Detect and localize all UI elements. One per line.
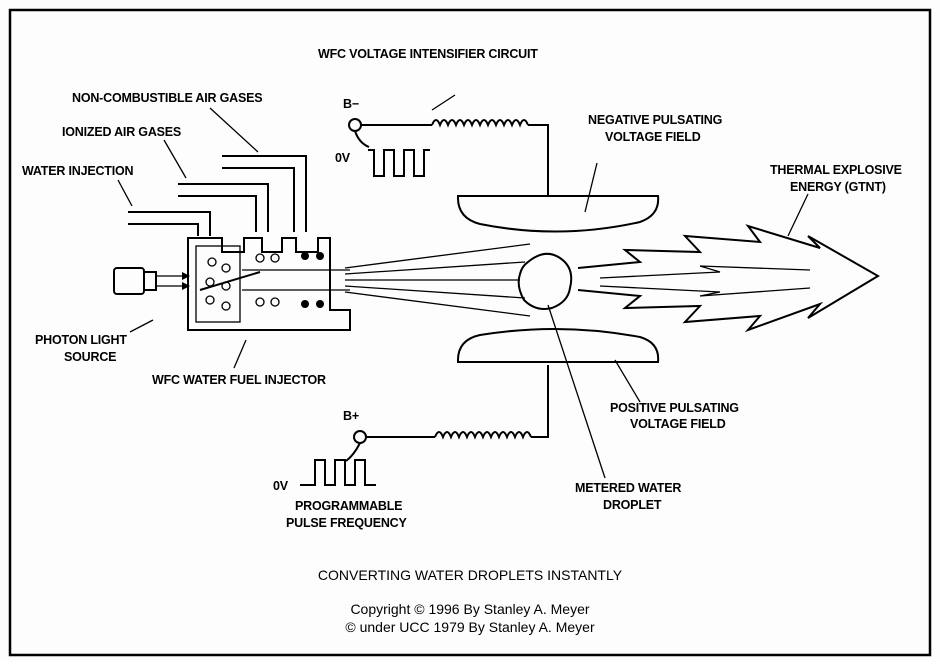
copyright-line1: Copyright © 1996 By Stanley A. Meyer	[350, 601, 589, 617]
negative-plate	[456, 195, 660, 233]
bottom-pulse-train	[300, 459, 376, 486]
water-injection-label: WATER INJECTION	[22, 164, 134, 178]
circuit-label: WFC VOLTAGE INTENSIFIER CIRCUIT	[318, 47, 538, 61]
photon-label-line1: PHOTON LIGHT	[35, 333, 127, 347]
zero-v-top-label: 0V	[335, 151, 351, 165]
explosive-energy-burst	[577, 224, 880, 333]
top-voltage-circuit	[348, 118, 549, 195]
caption-title: CONVERTING WATER DROPLETS INSTANTLY	[318, 567, 623, 583]
water-fuel-injector	[128, 155, 351, 331]
positive-field-label-line1: POSITIVE PULSATING	[610, 401, 739, 415]
photon-light-source	[113, 267, 190, 295]
diagram-border	[8, 8, 932, 657]
b-minus-terminal	[348, 118, 362, 132]
photon-label-line2: SOURCE	[64, 350, 116, 364]
bottom-inductor-coil	[434, 431, 532, 440]
programmable-label-line2: PULSE FREQUENCY	[286, 516, 407, 530]
non-combustible-label: NON-COMBUSTIBLE AIR GASES	[72, 91, 262, 105]
positive-field-label-line2: VOLTAGE FIELD	[630, 417, 726, 431]
water-droplet	[517, 252, 573, 310]
top-pulse-train	[368, 149, 430, 177]
metered-label-line1: METERED WATER	[575, 481, 681, 495]
spray-cone	[344, 243, 531, 317]
thermal-label-line2: ENERGY (GTNT)	[790, 180, 886, 194]
zero-v-bottom-label: 0V	[273, 479, 289, 493]
metered-label-line2: DROPLET	[603, 498, 662, 512]
b-minus-label: B−	[343, 97, 359, 111]
bottom-voltage-circuit	[300, 365, 549, 486]
top-inductor-coil	[431, 119, 529, 128]
injector-label: WFC WATER FUEL INJECTOR	[152, 373, 326, 387]
thermal-label-line1: THERMAL EXPLOSIVE	[770, 163, 902, 177]
programmable-label-line1: PROGRAMMABLE	[295, 499, 402, 513]
negative-field-label-line1: NEGATIVE PULSATING	[588, 113, 722, 127]
copyright-line2: © under UCC 1979 By Stanley A. Meyer	[345, 619, 595, 635]
b-plus-terminal	[353, 430, 367, 444]
ionized-label: IONIZED AIR GASES	[62, 125, 181, 139]
negative-field-label-line2: VOLTAGE FIELD	[605, 130, 701, 144]
b-plus-label: B+	[343, 409, 359, 423]
positive-plate	[456, 327, 660, 363]
